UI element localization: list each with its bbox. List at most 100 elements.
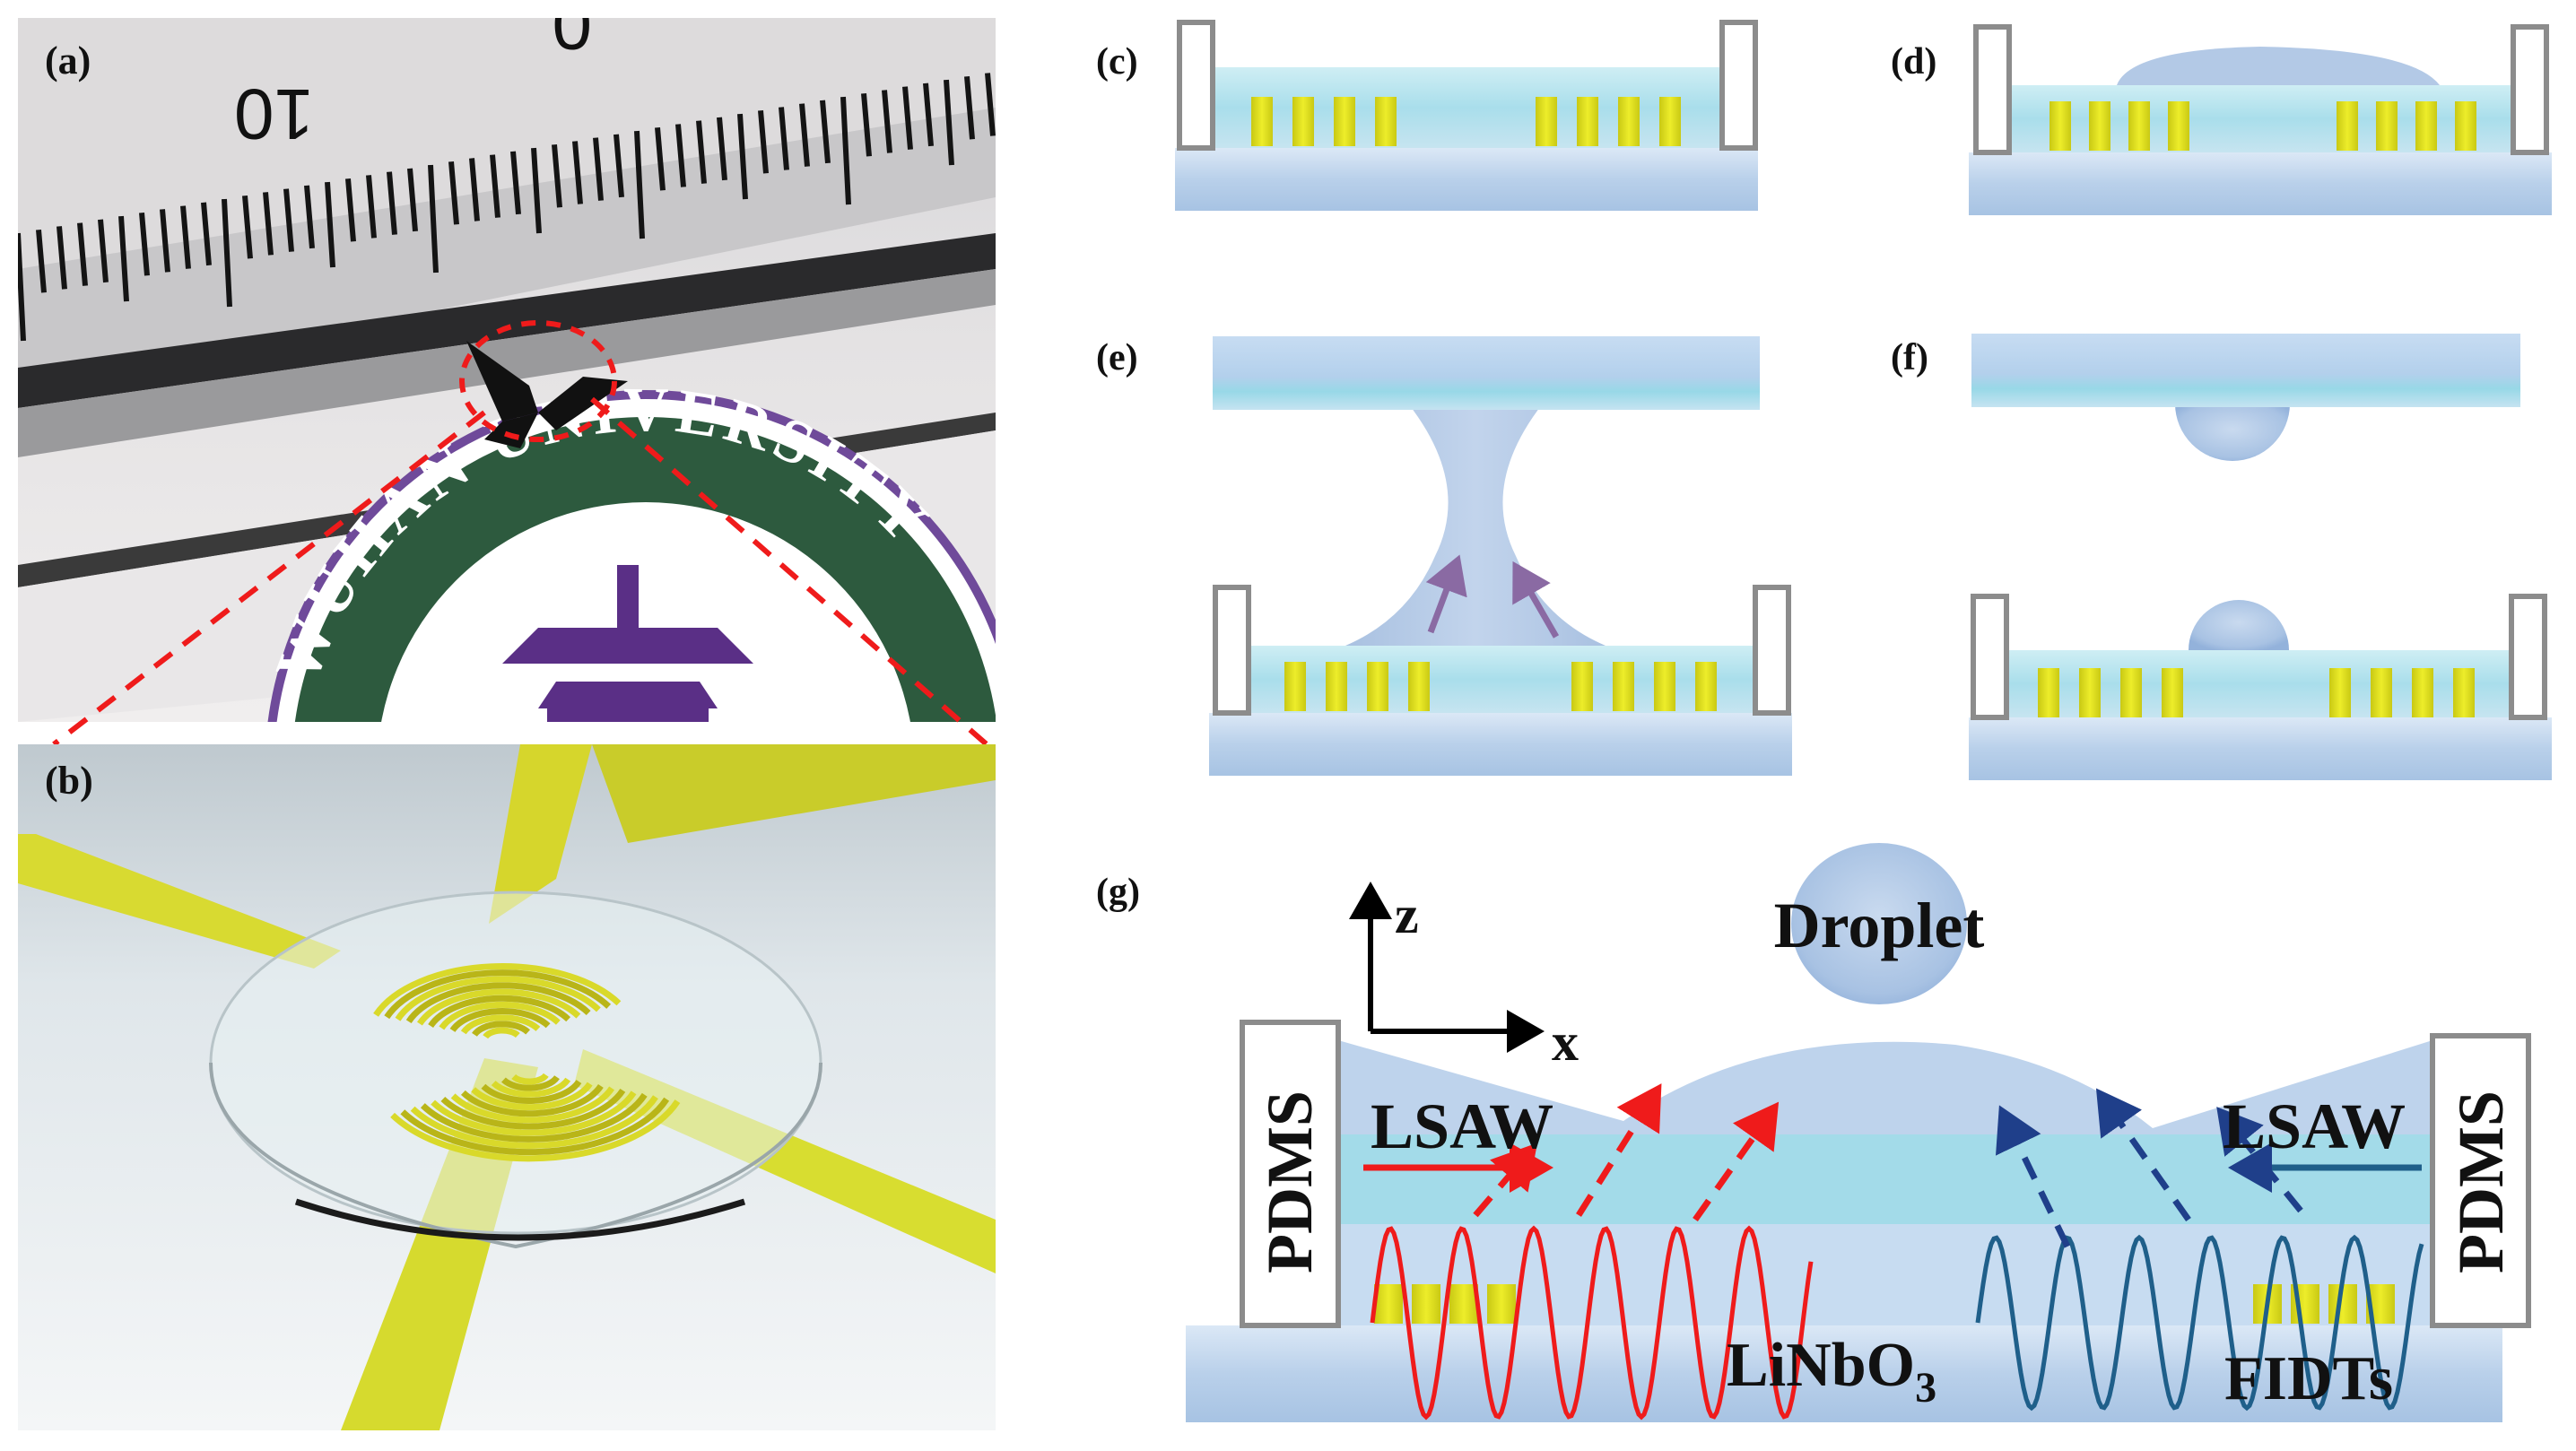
fidt-finger (428, 995, 571, 1029)
ruler-tick (98, 219, 109, 283)
leak-arrow-red-1 (1473, 1143, 1538, 1218)
leak-arrow-red-2 (1576, 1083, 1662, 1217)
ruler-tick (902, 86, 913, 150)
pdms-label-left: PDMS (1254, 1090, 1326, 1273)
fidt-finger (471, 1082, 593, 1111)
ruler-tick (160, 209, 170, 273)
panel-label-f: (f) (1891, 337, 1928, 378)
ruler-tick (552, 143, 562, 208)
glass-disk (209, 891, 822, 1235)
fidts-label: FIDTs (2224, 1344, 2393, 1413)
electrode-finger (2455, 101, 2476, 151)
panel-label-g: (g) (1096, 872, 1140, 913)
panel-a-photo: WUHAN UNIVERSITY 10 0 (18, 0, 996, 722)
liquid-bridge-e (1345, 404, 1606, 646)
pdms-wall-e-left (1213, 585, 1251, 716)
ruler-tick (36, 229, 47, 293)
liquid-layer-c (1211, 67, 1722, 148)
panel-g-schematic: PDMS PDMS LSAW LSAW Droplet z x LiNbO3 F… (1186, 843, 2531, 1422)
ruler-tick (737, 113, 748, 200)
electrode-finger (2038, 668, 2059, 717)
electrode-finger (2128, 101, 2150, 151)
electrode-finger (2079, 668, 2101, 717)
electrode-finger (1577, 97, 1598, 146)
electrode-finger (2337, 101, 2358, 151)
pagoda-emblem (502, 565, 753, 722)
electrode-lead-left (18, 834, 341, 969)
ruler-tick (345, 178, 356, 242)
electrode-finger (1375, 97, 1397, 146)
fidt-finger (511, 1073, 549, 1085)
electrode-finger (1571, 662, 1593, 711)
panel-e-schematic (1209, 336, 1792, 776)
ruler-tick (387, 171, 397, 235)
electrode-finger (2376, 101, 2398, 151)
ruler-tick (118, 215, 129, 302)
electrode-finger (1613, 662, 1634, 711)
fidt-finger (472, 1021, 530, 1037)
electrode-finger (1334, 97, 1355, 146)
electrodes-c-right (1536, 97, 1681, 146)
droplet-d (2117, 47, 2440, 85)
ruler-tick (593, 137, 604, 201)
fidt-finger (405, 982, 591, 1024)
ruler-tick (861, 93, 872, 157)
electrode-finger (1659, 97, 1681, 146)
substrate-c (1175, 148, 1758, 211)
zoom-line-left (52, 410, 486, 747)
zoom-circle (459, 320, 617, 442)
pdms-wall-d-left (1973, 24, 2012, 155)
ruler-number-10: 10 (234, 74, 314, 154)
ruler-tick (77, 222, 88, 286)
zoom-line-right (590, 396, 988, 747)
fidt-upper (373, 963, 622, 1039)
ruler-ticks (18, 73, 996, 342)
electrode-finger (2120, 668, 2142, 717)
electrode-finger (2415, 101, 2437, 151)
substrate-d (1969, 152, 2552, 215)
panel-d-schematic (1969, 24, 2552, 215)
substrate-g (1186, 1325, 2502, 1422)
ruler-tick (840, 96, 851, 205)
fidt-finger (491, 1077, 571, 1098)
fidt-finger (420, 1092, 648, 1143)
ruler-tick (242, 195, 253, 259)
electrode-finger (2329, 668, 2351, 717)
electrodes-f-left (2038, 668, 2183, 717)
panel-b-render (18, 744, 996, 1430)
electrode-finger (1326, 662, 1347, 711)
fidt-finger (449, 1008, 551, 1032)
electrode-finger (1251, 97, 1273, 146)
ruler-tick (283, 188, 294, 252)
electrode-finger (2168, 101, 2189, 151)
fidt-finger (460, 1083, 604, 1117)
electrode-finger (1374, 1284, 1403, 1324)
pdms-wall-f-right (2509, 594, 2547, 720)
leak-arrow-blue-2 (2095, 1088, 2191, 1222)
substrate-f (1969, 717, 2552, 780)
ruler-tick (201, 202, 212, 266)
ruler-tick (634, 130, 645, 239)
fidt-finger (400, 1097, 670, 1156)
panel-c-schematic (1175, 20, 1758, 211)
fidt-finger (384, 969, 612, 1020)
electrode-finger (1618, 97, 1640, 146)
pdms-wall-e-right (1753, 585, 1791, 716)
ruler-tick (304, 185, 315, 249)
electrodes-c-left (1251, 97, 1397, 146)
fidt-finger (450, 1086, 615, 1124)
disk-shadow-edge (294, 1198, 746, 1241)
fidt-lower (390, 1073, 681, 1162)
fidt-finger (373, 963, 622, 1017)
ruler-tick (531, 147, 542, 234)
fidt-finger (390, 1099, 681, 1162)
ruler-tick (448, 161, 459, 225)
surface-wave-blue (1975, 1234, 2424, 1412)
pdms-wall-f-left (1971, 594, 2009, 720)
substrate-label: LiNbO3 (1727, 1331, 1936, 1412)
ruler-tick (964, 76, 975, 140)
liquid-layer-e (1249, 646, 1755, 713)
ruler-tick (325, 181, 335, 268)
ruler-number-0: 0 (553, 0, 593, 65)
electrode-finger (1449, 1284, 1478, 1324)
